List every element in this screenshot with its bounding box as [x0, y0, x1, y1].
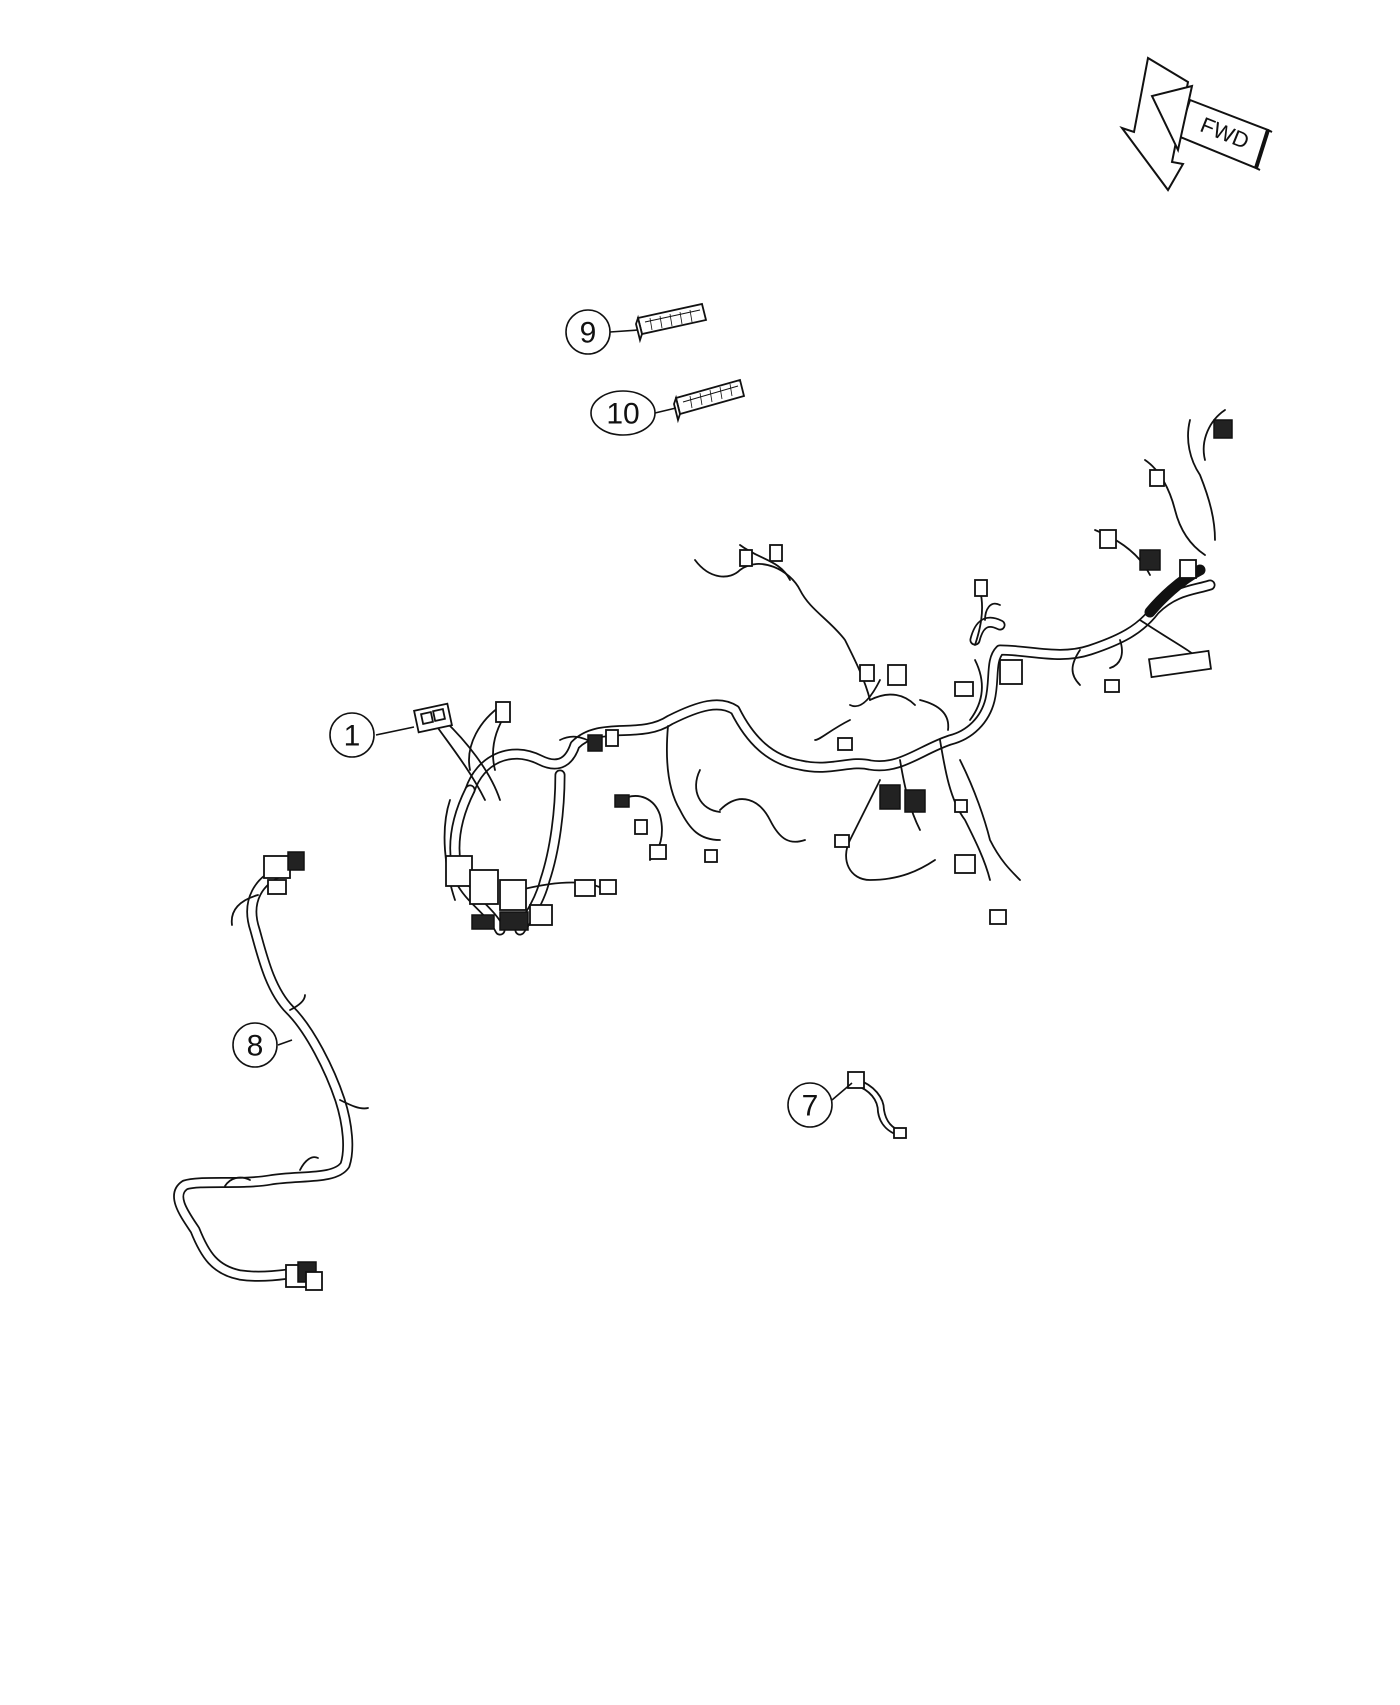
callout-9-label: 9 — [580, 317, 597, 350]
instrument-panel-harness — [413, 409, 1233, 936]
callout-7: 7 — [787, 1082, 853, 1128]
forward-arrow-icon: FWD — [1119, 56, 1273, 192]
callout-9: 9 — [565, 309, 639, 355]
callout-10: 10 — [590, 390, 677, 436]
jumper-harness — [847, 1071, 907, 1139]
callout-8: 8 — [232, 1022, 293, 1068]
callout-1: 1 — [329, 712, 415, 758]
callout-10-label: 10 — [606, 398, 639, 431]
callout-1-label: 1 — [344, 720, 361, 753]
floor-harness — [173, 851, 369, 1291]
part-9-connector — [635, 302, 708, 344]
callout-7-label: 7 — [802, 1090, 819, 1123]
callout-8-label: 8 — [247, 1030, 264, 1063]
part-10-connector — [673, 378, 746, 424]
